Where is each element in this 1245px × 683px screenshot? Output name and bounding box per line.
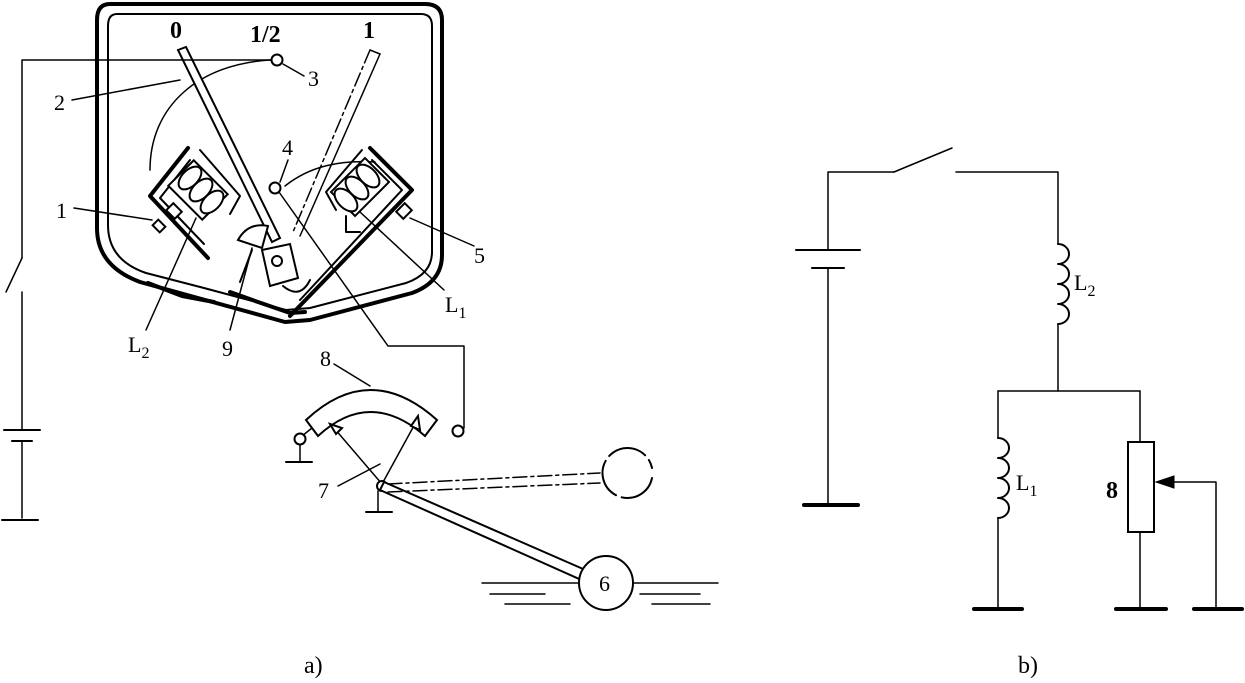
- label-L1: L1: [445, 292, 466, 322]
- float-arm-alt-2: [387, 482, 601, 493]
- scale-mark-half: 1/2: [250, 22, 281, 48]
- label-L2-main: L: [128, 332, 141, 357]
- label-2: 2: [54, 90, 65, 115]
- leader-7: [337, 463, 381, 487]
- pivot-lower-loop: [282, 279, 311, 293]
- pointer-full-outline-right: [369, 49, 381, 55]
- wire-b-top-left: [827, 171, 895, 251]
- coil-L1-lead: [345, 215, 361, 233]
- float-alt-position: [601, 447, 653, 499]
- armature-sector: [236, 224, 270, 250]
- coil-L2-frame: [148, 146, 210, 260]
- switch-blade: [5, 257, 23, 293]
- wire-sensor: [278, 191, 465, 429]
- label-b-L2-sub: 2: [1087, 283, 1095, 300]
- label-7: 7: [318, 478, 329, 503]
- label-1: 1: [56, 198, 67, 223]
- terminal-3: [270, 53, 284, 67]
- wire-supply: [21, 59, 272, 259]
- label-L1-main: L: [445, 292, 458, 317]
- label-b-L1-sub: 1: [1029, 483, 1037, 500]
- leader-L1: [359, 211, 445, 291]
- leader-5: [409, 217, 475, 247]
- gauge-housing-outer: [95, 2, 444, 324]
- float-arm-alt: [387, 472, 601, 485]
- label-b-L2: L2: [1074, 270, 1095, 300]
- coil-L1-terminal: [394, 201, 414, 221]
- caption-b: b): [1018, 653, 1038, 679]
- scale-mark-1: 1: [363, 18, 375, 44]
- coil-L1-assembly: [288, 146, 414, 318]
- label-8: 8: [320, 346, 331, 371]
- label-b-8: 8: [1106, 478, 1118, 504]
- slider-arm-left: [333, 427, 383, 485]
- float-6: [578, 555, 634, 611]
- slider-arrow-right: [409, 413, 422, 432]
- label-9: 9: [222, 336, 233, 361]
- figure-b: L2 L1 8 b): [795, 147, 1244, 679]
- bottom-strip-left: [146, 281, 216, 304]
- wiper-lead: [1171, 481, 1217, 609]
- label-b-L1: L1: [1016, 470, 1037, 500]
- coil-L2-terminal: [164, 201, 184, 221]
- caption-a: a): [304, 653, 323, 679]
- coil-L2-terminal-2: [151, 218, 167, 234]
- leader-L2: [145, 217, 197, 331]
- inductor-L1: [997, 437, 1010, 519]
- label-3: 3: [308, 66, 319, 91]
- pointer-solid: [176, 45, 282, 244]
- rheostat-terminal-right: [451, 424, 465, 438]
- coil-L2-arm: [199, 149, 241, 215]
- rheostat-body: [304, 389, 439, 438]
- label-L1-sub: 1: [458, 305, 466, 322]
- float-arm: [378, 480, 592, 584]
- coil-L1-arm: [325, 149, 363, 211]
- label-6: 6: [599, 571, 610, 596]
- coil-L1-frame-inner: [299, 159, 403, 301]
- scale-arc: [149, 59, 271, 171]
- wiper-arrow: [1154, 475, 1175, 489]
- label-b-L2-main: L: [1074, 270, 1087, 295]
- pivot-pin: [271, 255, 283, 267]
- label-L2-sub: 2: [141, 345, 149, 362]
- coil-L2-winding-3: [199, 189, 225, 215]
- slider-arm-right: [381, 421, 417, 485]
- leader-2: [71, 79, 181, 101]
- coil-L1-winding-3: [355, 163, 381, 189]
- leader-1: [73, 207, 153, 221]
- pointer-full-outline-right2: [299, 53, 381, 237]
- label-L2: L2: [128, 332, 149, 362]
- wire-b-top-right: [955, 171, 1059, 245]
- resistor-8: [1127, 441, 1155, 533]
- inductor-L2: [1057, 243, 1070, 325]
- figure-a: 0 1/2 1: [1, 2, 719, 679]
- coil-L1-frame: [288, 146, 414, 318]
- coil-L2-assembly: [148, 146, 241, 260]
- leader-8: [333, 363, 371, 387]
- slider-arrow-left: [327, 422, 344, 436]
- scale-mark-0: 0: [170, 18, 182, 44]
- label-4: 4: [282, 135, 293, 160]
- label-5: 5: [474, 243, 485, 268]
- leader-3: [282, 63, 305, 77]
- pointer-full-outline-left: [292, 49, 371, 233]
- bottom-strip-right: [228, 290, 307, 315]
- rheostat-terminal-left: [293, 432, 307, 446]
- leader-4: [279, 159, 289, 183]
- terminal-4: [268, 181, 282, 195]
- label-b-L1-main: L: [1016, 470, 1029, 495]
- switch-b-blade: [893, 147, 953, 173]
- leader-9: [229, 247, 253, 331]
